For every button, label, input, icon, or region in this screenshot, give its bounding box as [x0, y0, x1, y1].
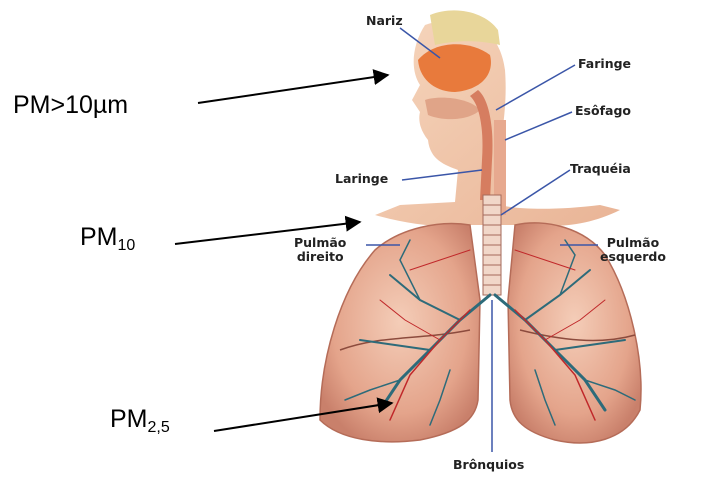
- traqueia-label: Traquéia: [570, 162, 631, 176]
- pm-coarse-arrow: [198, 75, 388, 103]
- pm25-base: PM: [110, 405, 148, 433]
- esofago-label: Esôfago: [575, 104, 631, 118]
- pulmao-direito-line2: direito: [294, 250, 346, 264]
- pulmao-direito-label: Pulmão direito: [294, 236, 346, 265]
- pulmao-esquerdo-label: Pulmão esquerdo: [600, 236, 666, 265]
- pulmao-esquerdo-line2: esquerdo: [600, 250, 666, 264]
- pm25-label: PM2,5: [110, 407, 170, 436]
- bronquios-label: Brônquios: [453, 458, 524, 472]
- pm25-subscript: 2,5: [148, 419, 170, 436]
- pulmao-esquerdo-line1: Pulmão: [600, 236, 666, 250]
- pm10-label: PM10: [80, 225, 135, 254]
- laringe-label: Laringe: [335, 172, 388, 186]
- pm10-base: PM: [80, 223, 118, 251]
- faringe-label: Faringe: [578, 57, 631, 71]
- pm-coarse-label: PM>10µm: [13, 93, 128, 118]
- pulmao-direito-line1: Pulmão: [294, 236, 346, 250]
- faringe-leader: [496, 65, 575, 110]
- pm10-subscript: 10: [118, 237, 136, 254]
- nariz-label: Nariz: [366, 14, 403, 28]
- esofago-leader: [505, 112, 572, 140]
- hair-shape: [430, 10, 500, 45]
- traqueia-leader: [501, 170, 570, 215]
